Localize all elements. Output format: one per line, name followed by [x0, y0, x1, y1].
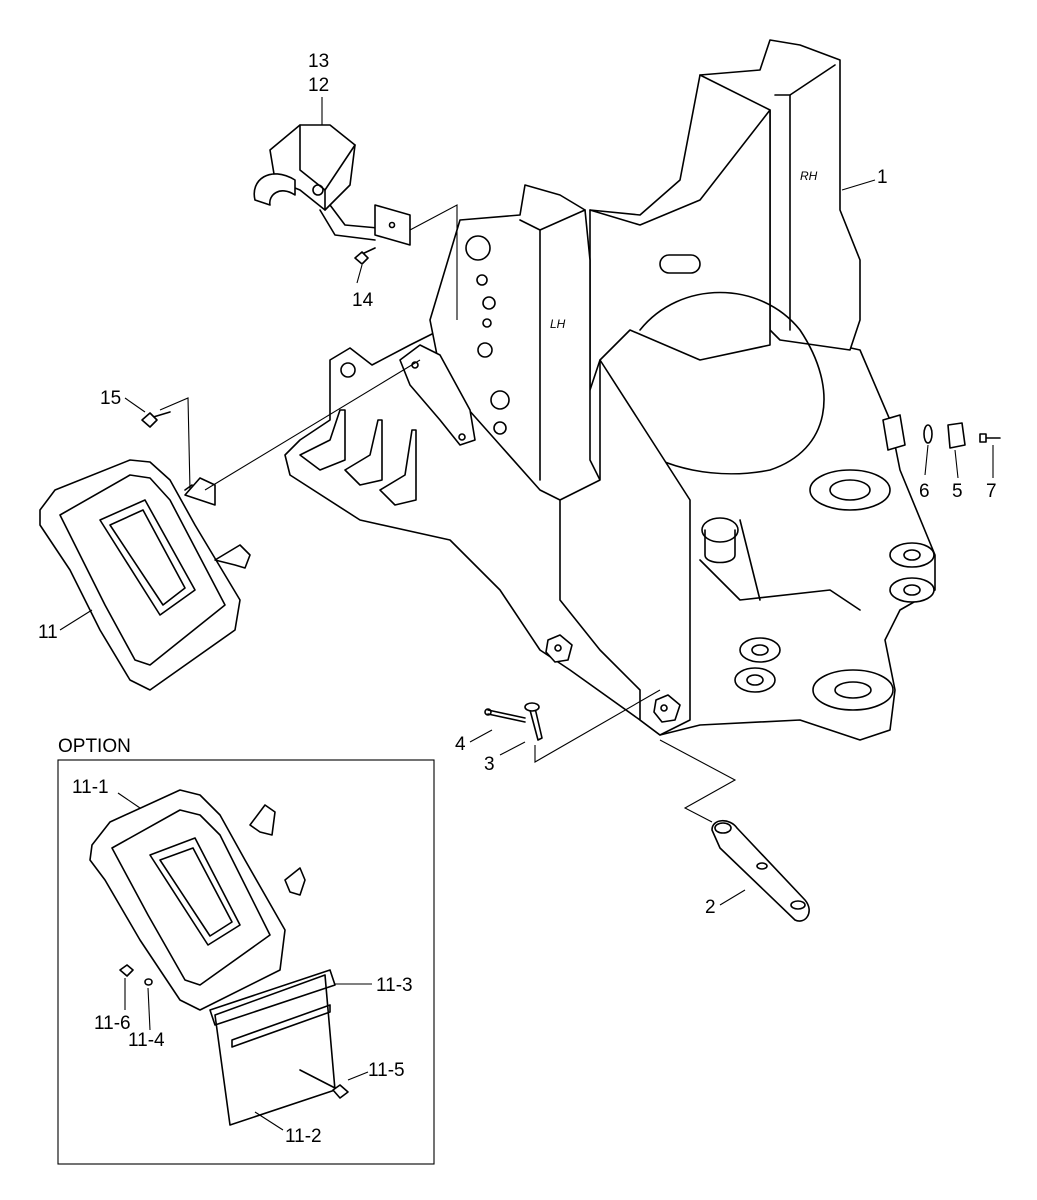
label-4: 4 — [455, 734, 466, 755]
label-5: 5 — [952, 481, 963, 502]
label-7: 7 — [986, 481, 997, 502]
label-6: 6 — [919, 481, 930, 502]
label-14: 14 — [352, 290, 374, 311]
label-11-1: 11-1 — [72, 777, 109, 798]
link-2 — [711, 819, 810, 922]
label-11-2: 11-2 — [285, 1126, 322, 1147]
label-11: 11 — [38, 622, 58, 643]
cotter-4 — [484, 708, 526, 723]
option-title: OPTION — [58, 736, 131, 757]
pin-3 — [524, 702, 543, 741]
bolt-15 — [141, 411, 171, 428]
slot-hole — [659, 254, 701, 274]
label-11-5: 11-5 — [368, 1060, 405, 1081]
bolt-14 — [354, 247, 376, 265]
label-11-6: 11-6 — [94, 1013, 131, 1034]
step-11 — [39, 459, 251, 691]
part-labels: 13 12 14 15 1 6 5 7 11 4 3 2 11-1 11-3 1… — [38, 51, 997, 1147]
label-12: 12 — [308, 75, 329, 96]
label-3: 3 — [484, 754, 495, 775]
label-15: 15 — [100, 388, 121, 409]
label-2: 2 — [705, 897, 716, 918]
handle-bracket — [253, 124, 411, 246]
parts-5-6-7 — [882, 414, 1001, 451]
leader-lines — [59, 97, 994, 1131]
label-1: 1 — [877, 167, 888, 188]
lh-mark: LH — [550, 317, 566, 331]
label-11-3: 11-3 — [376, 975, 413, 996]
swing-frame: RH LH — [284, 39, 936, 741]
label-13: 13 — [308, 51, 329, 72]
option-frame — [57, 759, 435, 1165]
label-11-4: 11-4 — [128, 1030, 165, 1051]
rh-mark: RH — [800, 169, 818, 183]
option-box: OPTION — [57, 736, 435, 1165]
